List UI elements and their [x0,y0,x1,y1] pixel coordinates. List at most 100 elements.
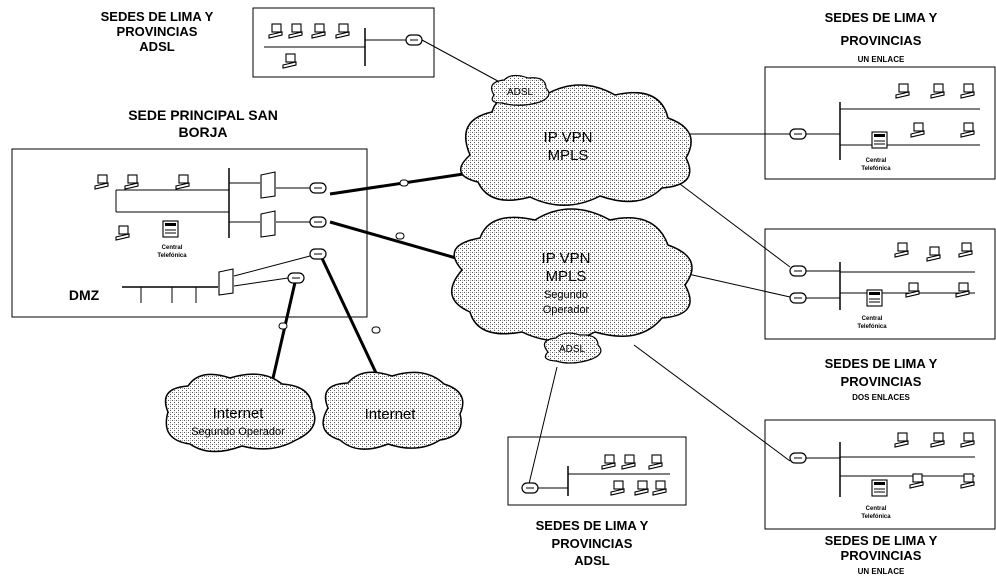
site-box [764,66,996,180]
pc-icon [960,432,975,448]
site-right-bot-line2: PROVINCIAS [841,548,922,563]
central-right-top-line1: Central [866,158,887,164]
central-right-mid-line1: Central [862,316,883,322]
site-adsl-top-line2: PROVINCIAS [117,24,198,39]
router-icon [789,128,807,140]
cloud-mpls2-line4: Operador [543,304,590,316]
cloud-adsl-bottom: ADSL [543,332,602,364]
cloud-mpls2-line3: Segundo [544,289,588,301]
site-right-mid-sub: DOS ENLACES [852,393,910,402]
site-box [764,419,996,530]
site-right-mid: Central Telefónica SEDES DE LIMA Y PROVI… [764,228,996,402]
cloud-internet1: Internet Segundo Operador [164,373,316,453]
link-mpls2-right-mid [687,273,791,298]
router-icon [309,248,327,260]
pc-icon [621,454,636,470]
pc-icon [288,23,303,39]
router-icon [789,452,807,464]
pbx-icon [871,131,888,149]
site-right-top-line1: SEDES DE LIMA Y [825,10,938,25]
modem-icon [278,322,288,330]
modem-icon [399,179,409,187]
pc-icon [335,23,350,39]
site-main-line2: BORJA [178,124,227,140]
router-icon [309,182,327,194]
site-right-mid-line2: PROVINCIAS [841,374,922,389]
site-main: SEDE PRINCIPAL SAN BORJA Central Telefón… [11,107,368,318]
firewall-icon [218,268,234,296]
site-right-mid-line1: SEDES DE LIMA Y [825,356,938,371]
pc-icon [930,83,945,99]
router-icon [789,265,807,277]
pc-icon [895,83,910,99]
router-icon [521,482,539,494]
link-main-mpls2 [329,220,471,264]
cloud-mpls1-line2: MPLS [548,147,589,164]
pc-icon [124,174,139,190]
site-adsl-bottom: SEDES DE LIMA Y PROVINCIAS ADSL [507,436,687,568]
site-right-bot: Central Telefónica SEDES DE LIMA Y PROVI… [764,419,996,576]
site-right-bot-line1: SEDES DE LIMA Y [825,533,938,548]
link-router-internet2 [318,253,387,393]
pc-icon [610,480,625,496]
modem-icon [395,232,405,240]
central-right-bot-line1: Central [866,506,887,512]
central-main-line2: Telefónica [157,253,187,259]
pc-icon [634,480,649,496]
firewall-icon [260,171,276,199]
pc-icon [268,23,283,39]
pbx-icon [866,289,883,307]
site-adsl-bottom-line3: ADSL [574,553,609,568]
site-box [252,7,435,78]
site-adsl-top: SEDES DE LIMA Y PROVINCIAS ADSL [101,7,435,78]
site-adsl-top-line1: SEDES DE LIMA Y [101,9,214,24]
pbx-icon [162,220,179,238]
central-right-top-line2: Telefónica [861,166,891,172]
cloud-mpls2-line1: IP VPN [542,250,591,267]
site-adsl-bottom-line1: SEDES DE LIMA Y [536,518,649,533]
site-right-top: SEDES DE LIMA Y PROVINCIAS UN ENLACE Cen… [764,10,996,180]
cloud-adsl-bottom-label: ADSL [559,344,586,355]
central-main-line1: Central [162,245,183,251]
link-mpls1-right-mid [671,177,791,268]
pc-icon [894,432,909,448]
pc-icon [282,53,297,69]
pbx-icon [871,479,888,497]
cloud-mpls1: IP VPN MPLS [460,84,692,206]
pc-icon [955,282,970,298]
wan-links [266,39,791,489]
cloud-internet2-label: Internet [365,406,417,423]
pc-icon [175,174,190,190]
site-right-top-sub: UN ENLACE [858,55,905,64]
pc-icon [94,174,109,190]
pc-icon [601,454,616,470]
site-adsl-bottom-line2: PROVINCIAS [552,536,633,551]
site-box [764,228,996,340]
router-icon [789,292,807,304]
pc-icon [958,242,973,258]
pc-icon [960,83,975,99]
site-adsl-top-line3: ADSL [139,39,174,54]
pc-icon [311,23,326,39]
pc-icon [930,432,945,448]
site-right-top-line2: PROVINCIAS [841,33,922,48]
pc-icon [648,454,663,470]
pc-icon [115,225,130,241]
router-icon [309,216,327,228]
site-box [507,436,687,506]
cloud-adsl-top: ADSL [491,74,550,106]
cloud-internet1-line2: Segundo Operador [191,426,285,438]
router-icon [287,272,305,284]
site-right-bot-sub: UN ENLACE [858,567,905,576]
pc-icon [905,282,920,298]
pc-icon [960,122,975,138]
pc-icon [926,246,941,262]
cloud-mpls1-line1: IP VPN [544,129,593,146]
pc-icon [910,122,925,138]
cloud-mpls2: IP VPN MPLS Segundo Operador [451,208,693,342]
cloud-mpls2-line2: MPLS [546,268,587,285]
cloud-internet2: Internet [322,371,464,450]
router-icon [405,34,423,46]
modem-icon [371,326,381,334]
site-main-line1: SEDE PRINCIPAL SAN [128,107,278,123]
